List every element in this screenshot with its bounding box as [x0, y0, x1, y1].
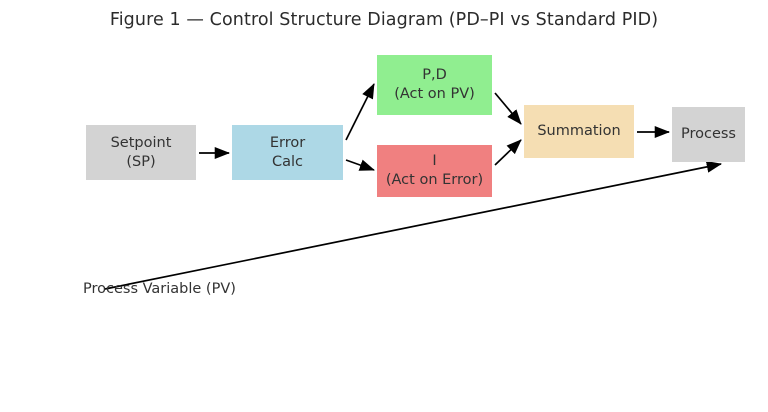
- node-pd-line2: (Act on PV): [394, 86, 475, 102]
- node-error-calc-label: Error Calc: [270, 134, 305, 171]
- node-integral[interactable]: I (Act on Error): [377, 145, 492, 197]
- node-setpoint-line1: Setpoint: [110, 134, 172, 151]
- node-integral-label: I (Act on Error): [386, 152, 483, 189]
- node-setpoint[interactable]: Setpoint (SP): [86, 125, 196, 180]
- node-process[interactable]: Process: [672, 107, 745, 162]
- node-setpoint-line2: (SP): [126, 153, 156, 170]
- edge-error-calc-to-pd: [345, 83, 375, 141]
- node-pd-label: P,D (Act on PV): [394, 66, 475, 103]
- feedback-label-process-variable: Process Variable (PV): [83, 281, 236, 297]
- page-title: Figure 1 — Control Structure Diagram (PD…: [109, 10, 659, 30]
- edge-integral-to-summation: [494, 139, 522, 166]
- edge-pd-to-summation: [494, 92, 522, 125]
- node-process-label: Process: [680, 126, 736, 143]
- node-integral-line2: (Act on Error): [385, 172, 484, 188]
- node-pd-line1: P,D: [422, 67, 447, 84]
- node-setpoint-label: Setpoint (SP): [111, 134, 172, 171]
- edge-error-calc-to-integral: [345, 159, 375, 171]
- node-error-calc-line1: Error: [269, 134, 306, 151]
- node-pd[interactable]: P,D (Act on PV): [377, 55, 492, 115]
- node-summation-label: Summation: [537, 123, 621, 140]
- node-error-calc-line2: Calc: [271, 153, 303, 170]
- node-integral-line1: I: [432, 153, 437, 170]
- node-summation[interactable]: Summation: [524, 105, 634, 158]
- node-error-calc[interactable]: Error Calc: [232, 125, 343, 180]
